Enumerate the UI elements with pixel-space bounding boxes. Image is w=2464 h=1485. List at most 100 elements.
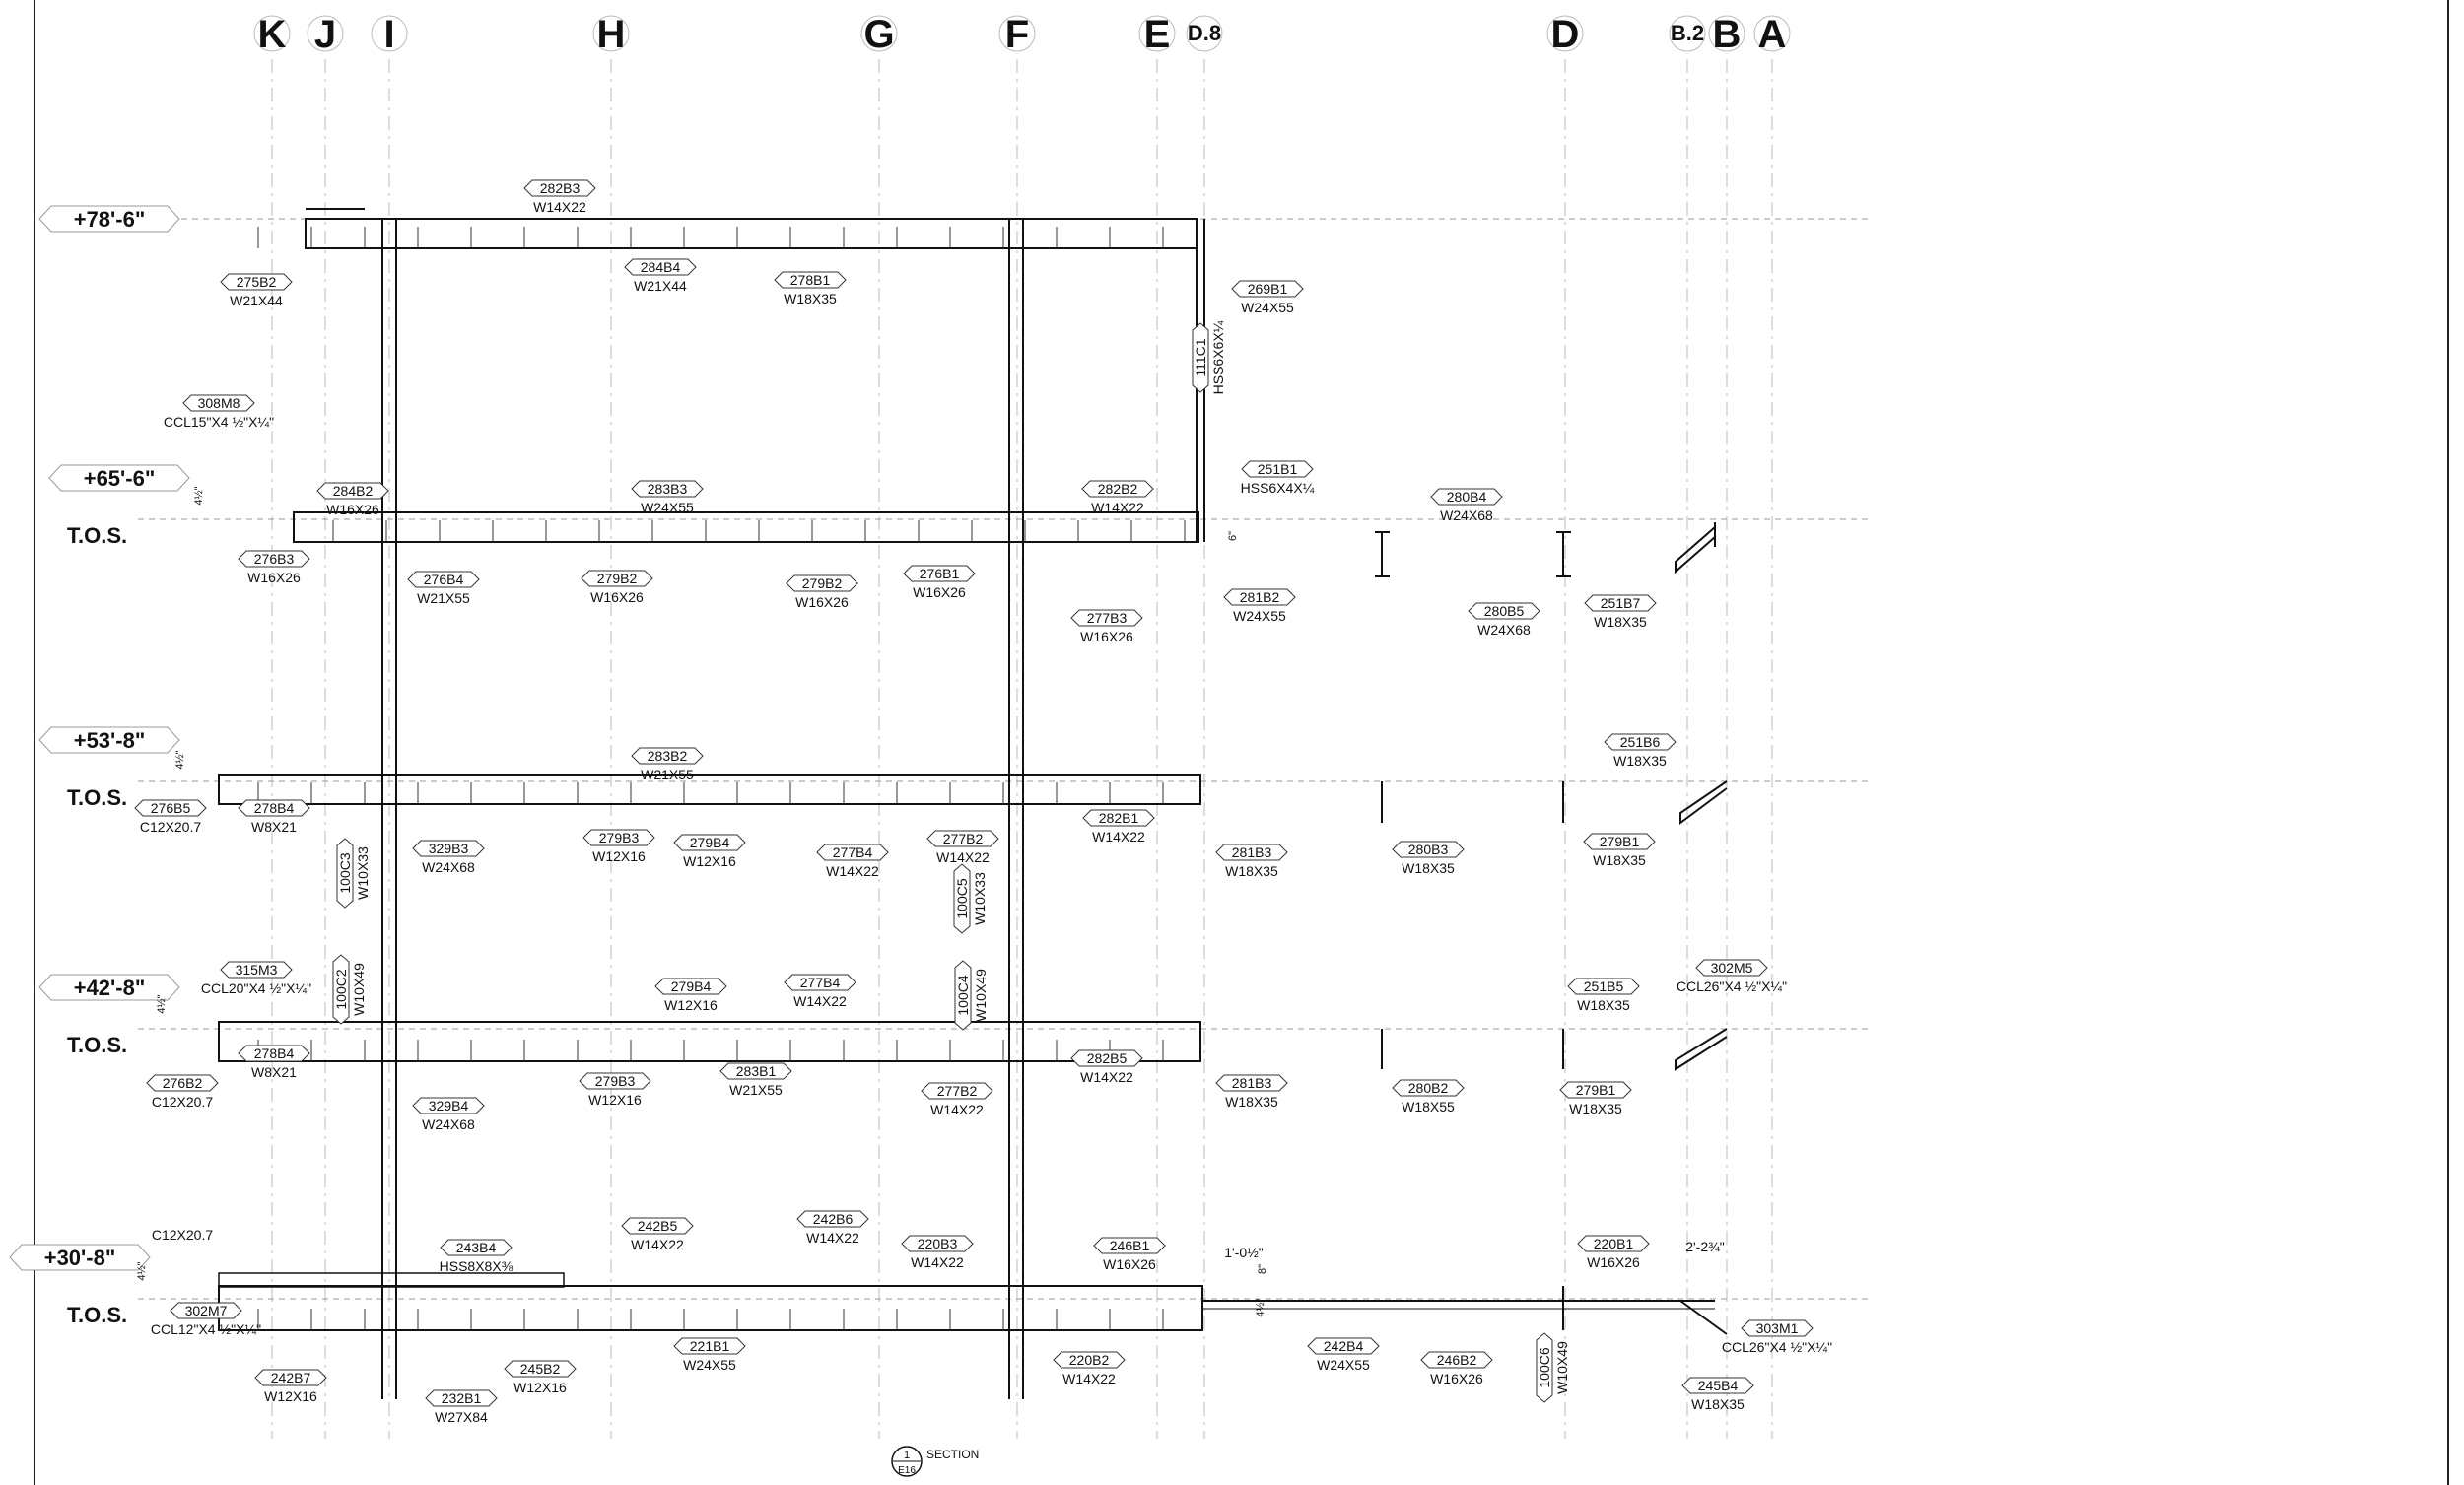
member-mark: 269B1 (1248, 281, 1288, 297)
elevation-label: +53'-8" (74, 728, 146, 753)
member-mark-tag (523, 179, 596, 197)
member-mark-tag (654, 978, 727, 995)
member-size: W18X35 (1225, 863, 1278, 879)
member-size: CCL26"X4 ½"X¼" (1677, 979, 1787, 994)
member-mark-tag (407, 571, 480, 588)
column-size: W10X49 (1554, 1341, 1570, 1394)
member-mark: 242B7 (271, 1370, 311, 1385)
member-mark-tag (1070, 1049, 1143, 1067)
member-size: W16X26 (1430, 1371, 1483, 1386)
floor-beam-65 (293, 511, 1199, 543)
grid-bubble-circle (592, 15, 630, 52)
grid-bubble: B (1708, 13, 1745, 56)
grid-bubble-circle (1753, 15, 1791, 52)
section-marker-label: SECTION (926, 1448, 979, 1461)
grid-bubble-circle (1708, 15, 1745, 52)
member-size: W14X22 (936, 849, 990, 865)
member-mark: 251B6 (1620, 734, 1661, 750)
member-mark: 277B4 (800, 975, 841, 990)
dimension-note: 4½" (136, 1261, 148, 1280)
member-size: W12X16 (683, 853, 736, 869)
member-mark: 220B3 (918, 1236, 958, 1251)
column-size: W10X33 (355, 846, 371, 900)
member-mark: 282B1 (1099, 810, 1139, 826)
elevation-label: +78'-6" (74, 207, 146, 232)
tos-label: T.O.S. (67, 785, 127, 810)
grid-label: J (314, 13, 336, 56)
member-mark: 276B5 (151, 800, 191, 816)
member-size: W14X22 (806, 1230, 859, 1246)
member-mark-tag (1468, 602, 1540, 620)
member-mark-tag (673, 1337, 746, 1355)
dimension-note: 4½" (1255, 1298, 1266, 1316)
member-mark-tag (504, 1360, 577, 1378)
member-mark-tag (238, 1045, 310, 1062)
member-mark: 302M5 (1711, 960, 1753, 976)
member-mark: 276B4 (424, 572, 464, 587)
member-mark-tag (579, 1072, 651, 1090)
member-size: W24X68 (422, 859, 475, 875)
elevation-tag: +53'-8" T.O.S. (38, 726, 180, 810)
member-mark-tag (182, 394, 255, 412)
column-mark: 100C5 (954, 878, 970, 918)
member-size: W24X68 (1440, 507, 1493, 523)
member-mark: 276B1 (920, 566, 960, 581)
grid-bubble-circle (307, 15, 344, 52)
grid-bubble: H (592, 13, 630, 56)
member-mark: 232B1 (442, 1390, 482, 1406)
member-mark-tag (1567, 978, 1640, 995)
floor-beam-53 (218, 774, 1201, 805)
member-size: CCL20"X4 ½"X¼" (201, 980, 311, 996)
dimension-note: 8" (1257, 1264, 1268, 1274)
member-size: W16X26 (795, 594, 849, 610)
elevation-tag: +42'-8"T.O.S. (38, 974, 180, 1057)
member-mark-tag (1430, 488, 1503, 506)
tos-label: T.O.S. (67, 1033, 127, 1057)
member-mark-tag (1741, 1319, 1814, 1337)
member-size: W18X35 (1691, 1396, 1745, 1412)
member-size: W16X26 (247, 570, 301, 585)
column-mark-tag (1192, 322, 1209, 393)
elevation-tag-frame (38, 205, 180, 233)
member-mark: 283B1 (736, 1063, 777, 1079)
structural-framing (218, 208, 1728, 1399)
member-size: W16X26 (326, 502, 379, 517)
member-mark-tag (1241, 460, 1314, 478)
member-size: W16X26 (590, 589, 644, 605)
member-mark-tag (1420, 1351, 1493, 1369)
member-mark-tag (1604, 733, 1677, 751)
dimension-note: 1'-0½" (1224, 1245, 1264, 1260)
grid-lines (271, 59, 1773, 1439)
sheet-border (34, 0, 2449, 1485)
member-mark: 281B2 (1240, 589, 1280, 605)
member-mark: 279B4 (690, 835, 730, 850)
member-mark-tag (673, 834, 746, 851)
floor-beam-42 (218, 1021, 1201, 1062)
member-mark: 220B1 (1594, 1236, 1634, 1251)
member-mark-tag (1681, 1377, 1754, 1394)
member-size: W18X35 (1594, 614, 1647, 630)
member-size: W18X35 (1593, 852, 1646, 868)
member-mark-tag (425, 1389, 498, 1407)
member-size: W18X35 (1225, 1094, 1278, 1110)
grid-bubble: A (1753, 13, 1791, 56)
